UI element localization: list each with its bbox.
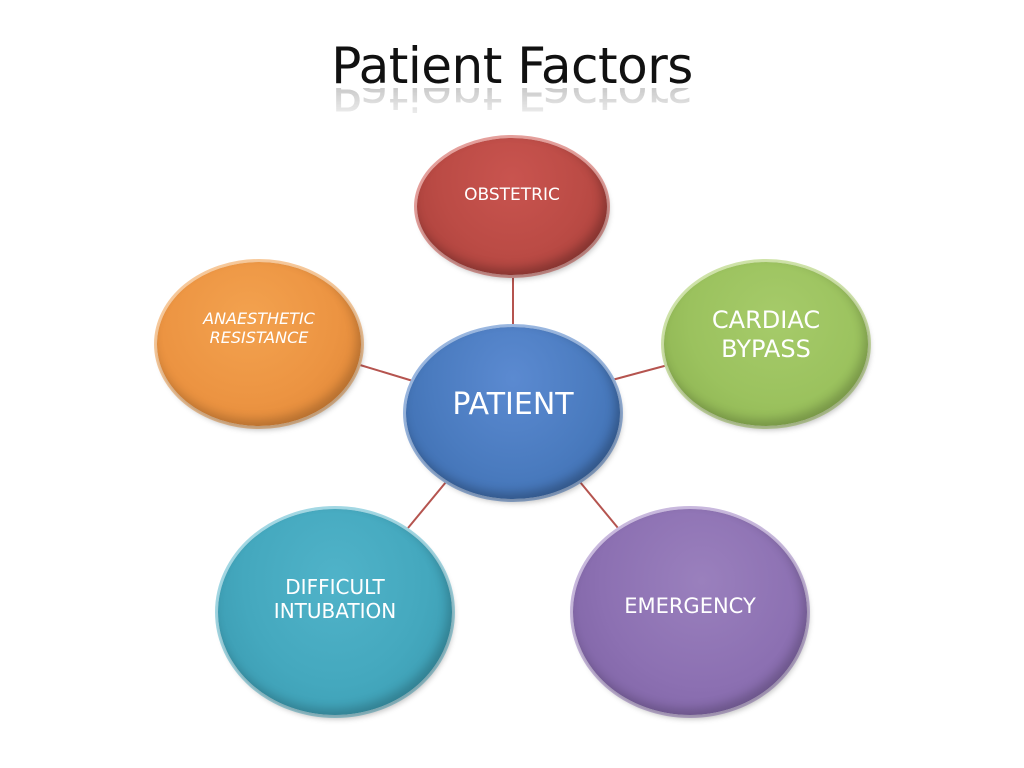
connector-cardiac [611,364,669,381]
node-patient: PATIENT [406,327,620,499]
node-patient-label: PATIENT [452,387,574,422]
node-anaesthetic-resistance-label: ANAESTHETIC RESISTANCE [203,308,315,347]
node-obstetric: OBSTETRIC [417,138,607,275]
connector-anaesthetic [359,364,414,382]
node-obstetric-label: OBSTETRIC [464,185,560,206]
node-cardiac-bypass-label: CARDIAC BYPASS [711,306,821,363]
connector-difficult [407,481,447,529]
node-difficult-intubation: DIFFICULT INTUBATION [218,509,452,715]
slide-title: Patient Factors [331,37,693,95]
node-emergency: EMERGENCY [573,509,807,715]
connector-emergency [579,481,619,529]
node-emergency-label: EMERGENCY [624,594,756,619]
node-cardiac-bypass: CARDIAC BYPASS [664,262,868,426]
node-anaesthetic-resistance: ANAESTHETIC RESISTANCE [157,262,361,426]
node-difficult-intubation-label: DIFFICULT INTUBATION [273,575,397,623]
